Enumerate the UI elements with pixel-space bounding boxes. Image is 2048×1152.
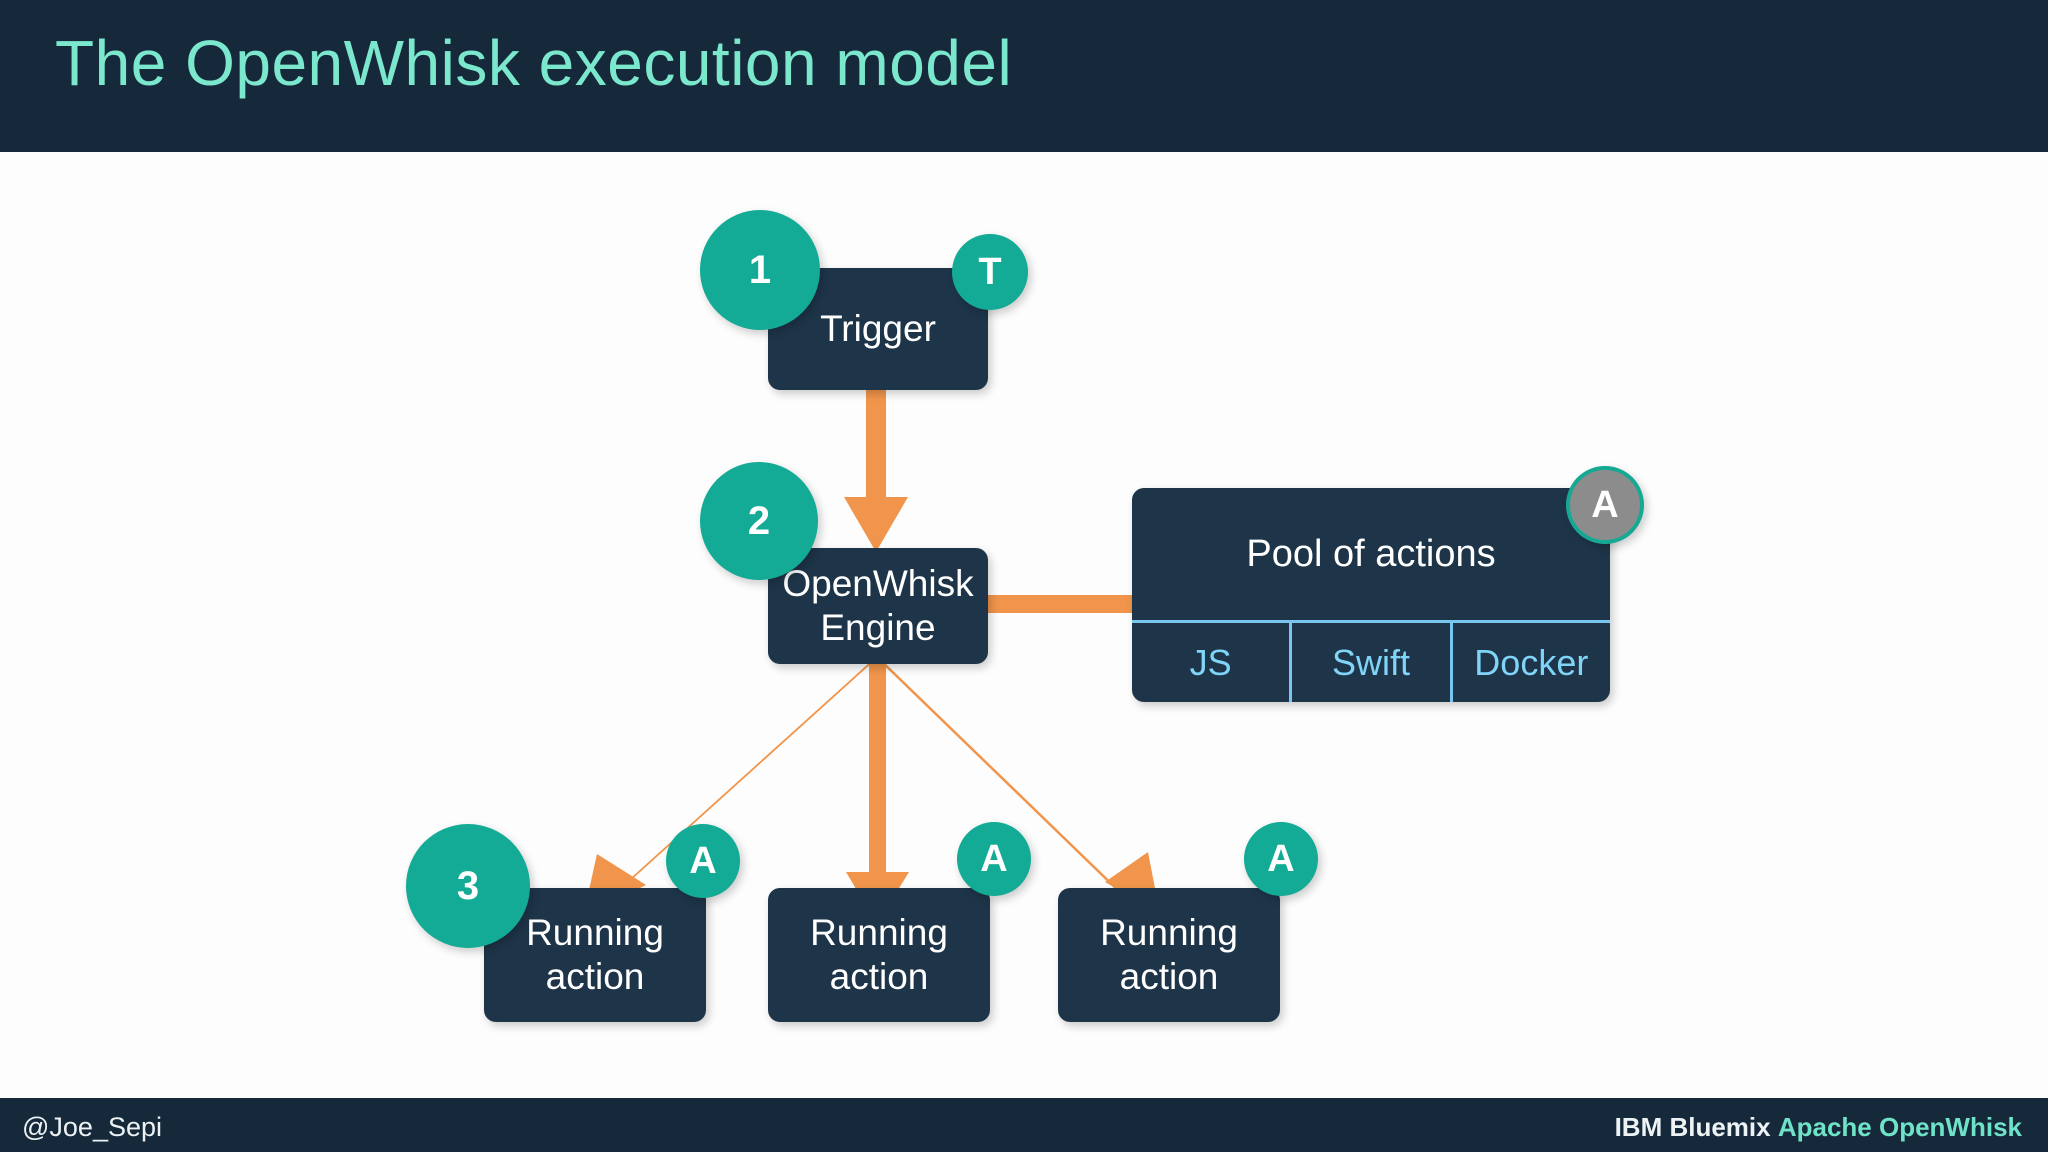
badge-step-1: 1 [700, 210, 820, 330]
arrow-engine-to-pool [988, 595, 1134, 613]
arrow-engine-to-action-2 [846, 660, 909, 924]
node-running-action-3[interactable]: Running action [1058, 888, 1280, 1022]
runtime-js-label: JS [1189, 641, 1232, 683]
badge-pool-action-label: A [1591, 483, 1619, 526]
arrow-layer [583, 390, 1160, 924]
footer-brand: IBM Bluemix Apache OpenWhisk [1615, 1112, 2022, 1143]
footer-twitter-handle: @Joe_Sepi [22, 1112, 162, 1142]
badge-action-3-label: A [1267, 837, 1295, 880]
badge-action-2-label: A [980, 837, 1008, 880]
node-engine-label-line2: Engine [820, 607, 936, 648]
slide-footer: @Joe_Sepi IBM Bluemix Apache OpenWhisk [0, 1098, 2048, 1152]
badge-action-1-A: A [666, 824, 740, 898]
footer-brand-primary: IBM Bluemix [1614, 1112, 1771, 1142]
node-running-action-3-label: Running action [1090, 911, 1248, 998]
badge-step-1-label: 1 [748, 247, 772, 292]
badge-action-3-A: A [1244, 822, 1318, 896]
badge-step-3: 3 [406, 824, 530, 948]
pool-runtime-row: JS Swift Docker [1132, 620, 1610, 702]
node-running-action-2-line1: Running [810, 912, 948, 954]
pool-title: Pool of actions [1246, 532, 1496, 575]
footer-brand-secondary: Apache OpenWhisk [1777, 1112, 2022, 1142]
runtime-docker-label: Docker [1474, 641, 1589, 683]
badge-trigger-type-label: T [978, 250, 1002, 293]
node-running-action-3-line2: action [1119, 956, 1219, 997]
node-pool-of-actions[interactable]: Pool of actions JS Swift Docker [1132, 488, 1610, 702]
arrow-trigger-to-engine [844, 390, 908, 552]
badge-action-1-label: A [689, 839, 717, 882]
diagram-canvas: Trigger 1 T OpenWhisk Engine 2 Pool of a… [0, 152, 2048, 1098]
node-running-action-3-line1: Running [1100, 912, 1238, 954]
node-running-action-1-line1: Running [526, 912, 664, 954]
slide-header: The OpenWhisk execution model [0, 0, 2048, 152]
node-running-action-2[interactable]: Running action [768, 888, 990, 1022]
node-running-action-1-line2: action [545, 956, 645, 997]
node-openwhisk-engine[interactable]: OpenWhisk Engine [768, 548, 988, 664]
node-running-action-2-line2: action [829, 956, 929, 997]
badge-step-2: 2 [700, 462, 818, 580]
runtime-js[interactable]: JS [1132, 623, 1289, 702]
runtime-swift-label: Swift [1331, 641, 1410, 683]
node-engine-label-line1: OpenWhisk [782, 563, 974, 605]
badge-step-2-label: 2 [747, 498, 771, 543]
node-running-action-2-label: Running action [800, 911, 958, 998]
node-running-action-1-label: Running action [516, 911, 674, 998]
badge-pool-action-A: A [1566, 466, 1644, 544]
badge-action-2-A: A [957, 822, 1031, 896]
node-trigger-label: Trigger [820, 308, 936, 350]
runtime-docker[interactable]: Docker [1449, 623, 1610, 702]
page-title: The OpenWhisk execution model [55, 27, 1013, 99]
badge-step-3-label: 3 [456, 863, 480, 908]
badge-trigger-type-T: T [952, 234, 1028, 310]
runtime-swift[interactable]: Swift [1289, 623, 1449, 702]
node-engine-label: OpenWhisk Engine [772, 562, 983, 649]
